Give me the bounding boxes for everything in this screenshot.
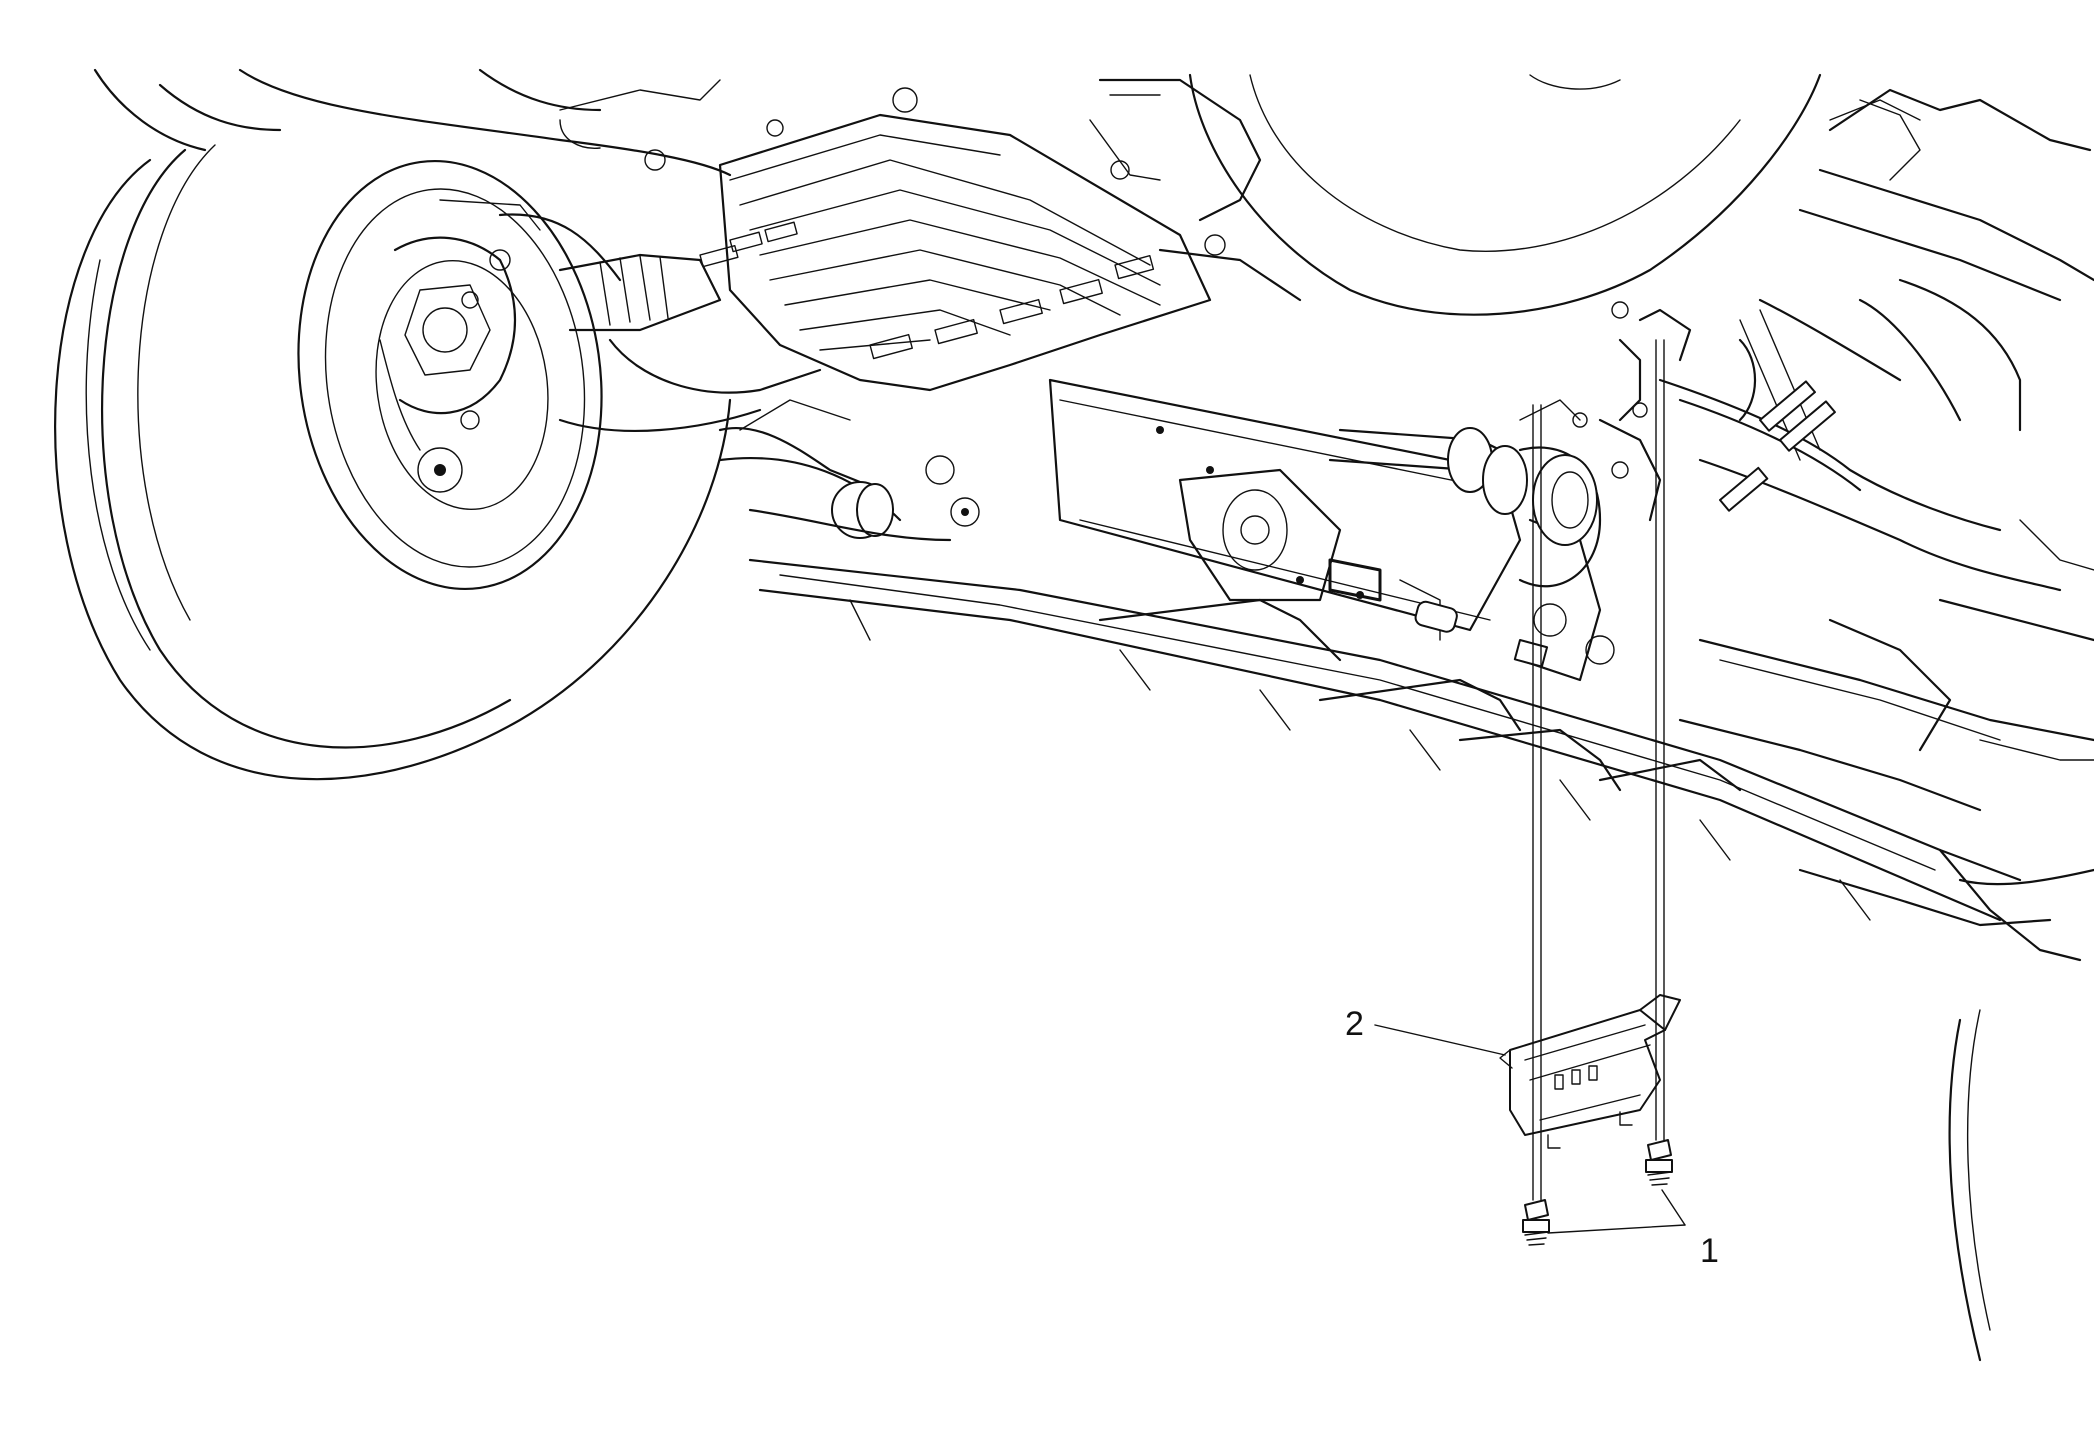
right-side-components (1572, 88, 2094, 812)
bolt-right (1645, 1139, 1673, 1186)
skid-plate (699, 87, 1212, 392)
rear-tire-bottom (1948, 868, 2094, 1362)
bolt-left (1522, 1199, 1550, 1246)
propshaft-differential (1328, 399, 1615, 665)
rocker-panel (748, 558, 2082, 962)
callout-bolts: 1 (1547, 1189, 1719, 1270)
rear-tire-top (1188, 73, 1822, 316)
callout-bracket: 2 (1345, 1005, 1506, 1056)
front-left-tire (54, 68, 732, 781)
callout-label-bracket: 2 (1345, 1005, 1364, 1043)
wheel-hub-assembly (297, 159, 622, 591)
callout-label-bolts: 1 (1700, 1232, 1719, 1270)
lower-frame-structure (718, 399, 980, 542)
front-axle-shaft (558, 253, 822, 432)
bracket-part (1499, 994, 1681, 1149)
upper-body-structure (158, 68, 1302, 302)
alignment-lines (1532, 339, 1665, 1201)
frame-rail (1048, 378, 1602, 682)
